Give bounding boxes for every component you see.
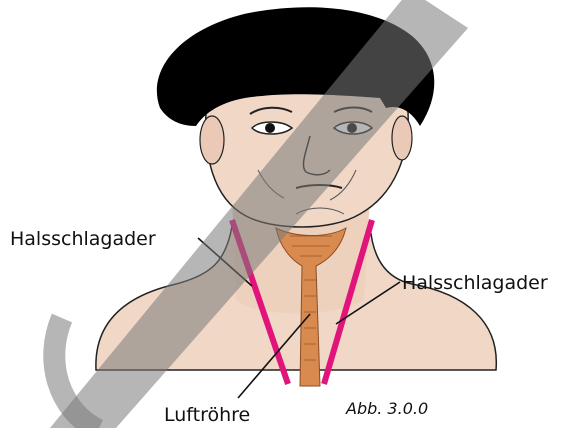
left-eye bbox=[252, 122, 292, 134]
right-ear bbox=[392, 116, 412, 160]
figure-caption: Abb. 3.0.0 bbox=[345, 399, 428, 418]
label-carotid-right: Halsschlagader bbox=[402, 272, 548, 294]
left-ear bbox=[200, 116, 224, 164]
label-carotid-left: Halsschlagader bbox=[10, 228, 156, 250]
label-trachea: Luftröhre bbox=[164, 404, 250, 426]
